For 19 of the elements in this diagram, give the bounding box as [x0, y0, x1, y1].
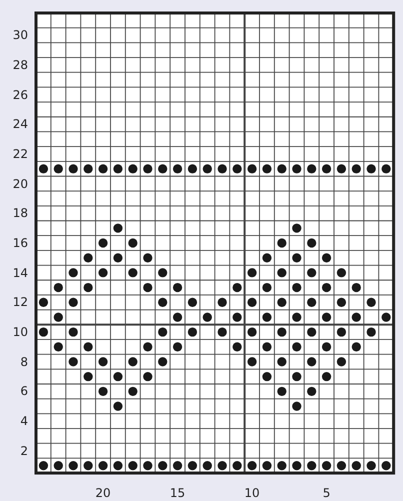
row-number: 18: [12, 206, 28, 220]
row-number: 12: [12, 295, 28, 310]
row-number: 30: [12, 28, 28, 42]
row-number: 28: [12, 58, 28, 72]
column-number: 20: [94, 486, 112, 500]
row-number: 26: [12, 88, 28, 102]
row-number: 22: [12, 146, 28, 161]
column-number: 15: [168, 486, 186, 500]
row-number: 24: [12, 117, 28, 132]
row-number: 20: [12, 176, 28, 191]
row-number: 6: [20, 384, 28, 398]
column-number: 10: [243, 486, 261, 500]
row-number: 4: [20, 414, 28, 428]
row-number: 8: [20, 354, 28, 369]
column-number: 5: [322, 486, 332, 500]
row-number: 14: [12, 266, 28, 280]
row-number: 16: [12, 236, 28, 250]
row-number: 2: [20, 444, 28, 458]
row-number: 10: [12, 325, 28, 340]
